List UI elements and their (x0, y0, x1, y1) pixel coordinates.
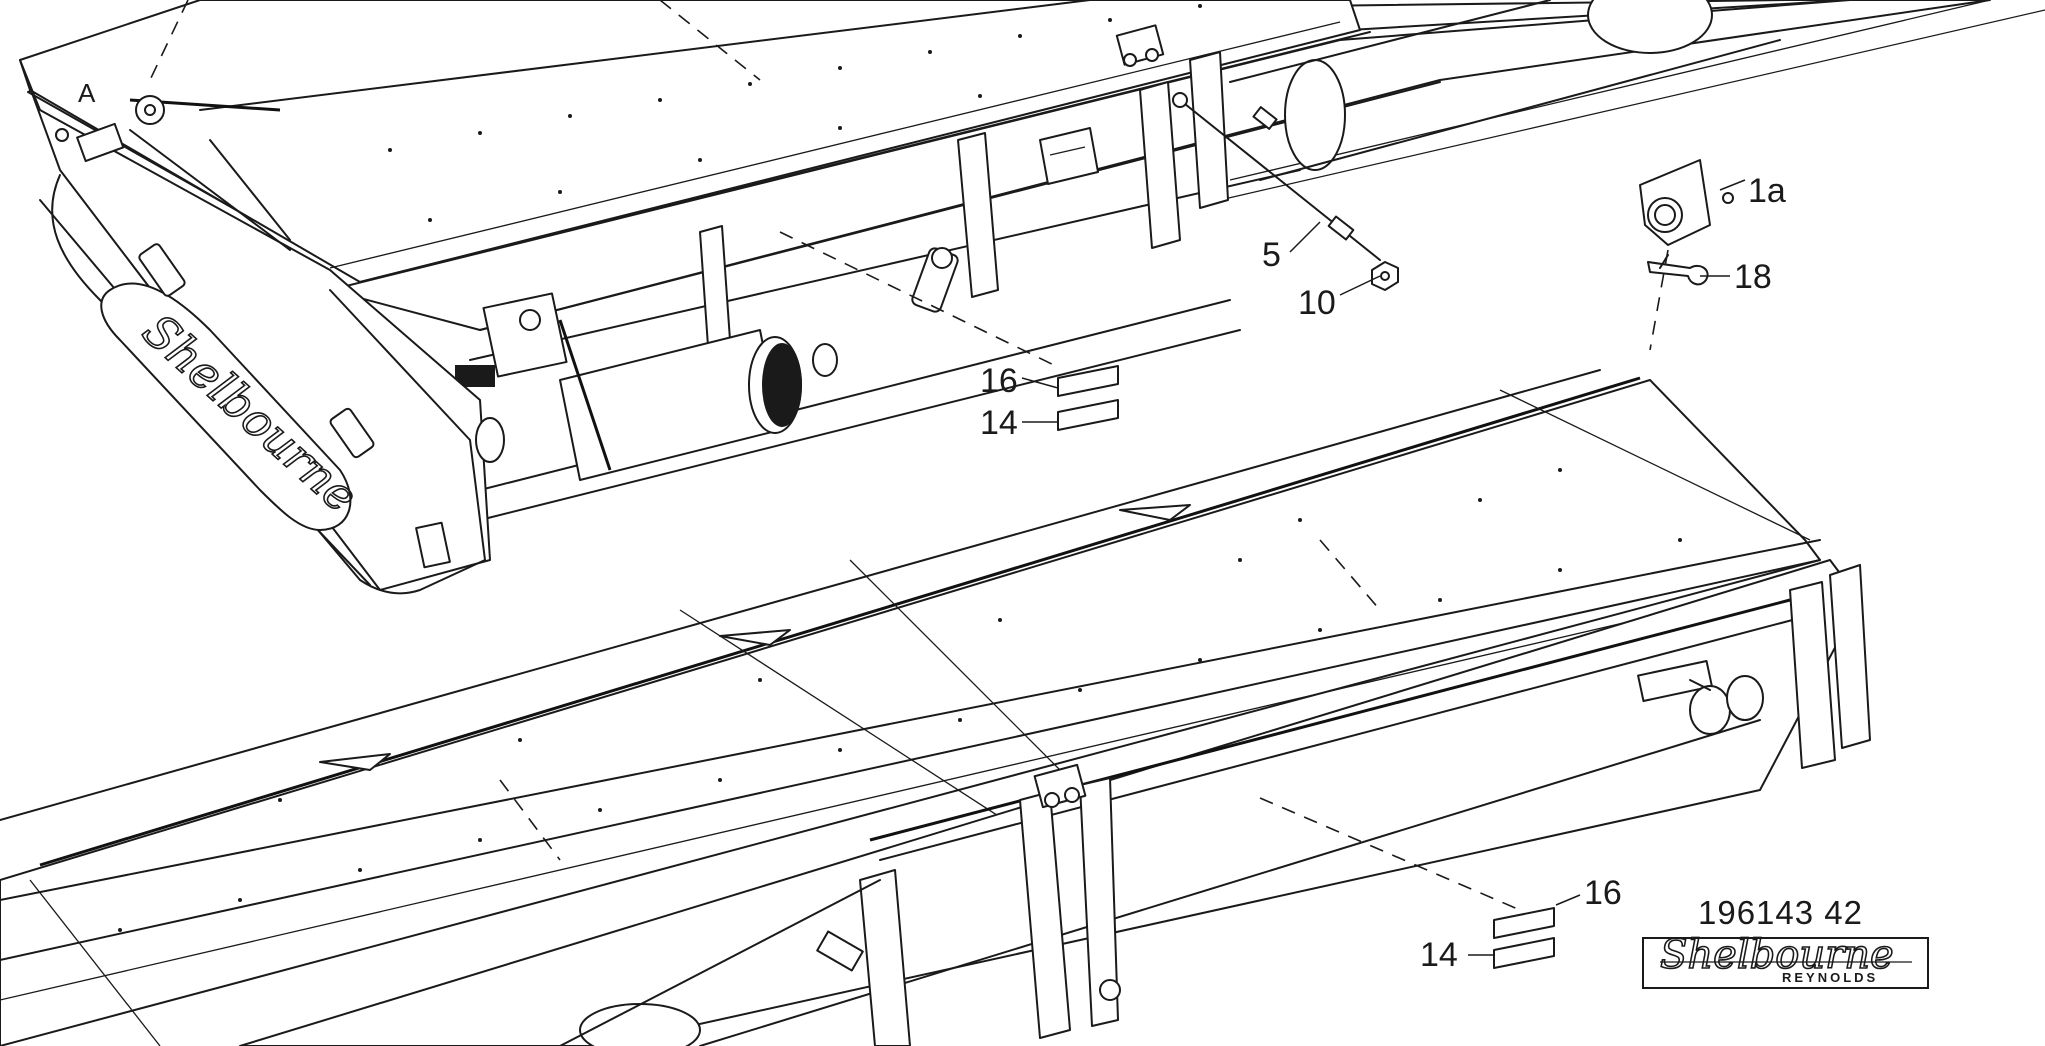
lower-frame-straps (859, 564, 1871, 1046)
decal-16-upper (1057, 365, 1119, 397)
end-housing: Shelbourne (19, 59, 505, 595)
lower-hood-rivets (118, 468, 1682, 932)
drive-roller (559, 329, 838, 481)
hinge-bracket-upper (1115, 24, 1165, 67)
callout-14-lower: 14 (1420, 936, 1458, 974)
decal-16-lower (1493, 907, 1555, 939)
decal-14-lower (1493, 937, 1555, 969)
lower-header-assembly (0, 369, 1871, 1046)
brand-logo: Shelbourne REYNOLDS (1642, 931, 1929, 989)
callout-5: 5 (1262, 236, 1281, 274)
callout-16-lower: 16 (1584, 874, 1622, 912)
bracket-18 (1647, 254, 1709, 286)
brand-logo-script: Shelbourne (1660, 932, 1894, 978)
part-nut-10 (1371, 261, 1399, 291)
document-number: 196143 42 (1698, 894, 1863, 931)
callout-16-upper: 16 (980, 362, 1018, 400)
hydraulic-block (455, 292, 612, 471)
hood-rivets (388, 4, 1202, 222)
lower-auger-window (559, 879, 1121, 1046)
callout-10: 10 (1298, 284, 1336, 322)
upper-auger-window (1229, 0, 1781, 181)
linkage-a (55, 95, 291, 251)
brand-logo-subname: REYNOLDS (1782, 970, 1878, 985)
upper-frame-decal (1039, 127, 1099, 185)
decal-14-upper (1057, 399, 1119, 431)
callout-14-upper: 14 (980, 404, 1018, 442)
callout-leaders (1021, 179, 1746, 956)
lamp-assembly (1639, 159, 1734, 246)
part-rod-5 (1172, 92, 1381, 261)
sensor-upper (911, 247, 959, 313)
upper-frame-straps (699, 51, 1229, 347)
callout-1a: 1a (1748, 172, 1786, 210)
callout-18: 18 (1734, 258, 1772, 296)
lower-end-lights (1637, 660, 1764, 735)
hinge-bracket-lower (1033, 763, 1087, 809)
upper-header-assembly: Shelbourne A (19, 0, 2045, 595)
view-label-a: A (78, 78, 96, 108)
